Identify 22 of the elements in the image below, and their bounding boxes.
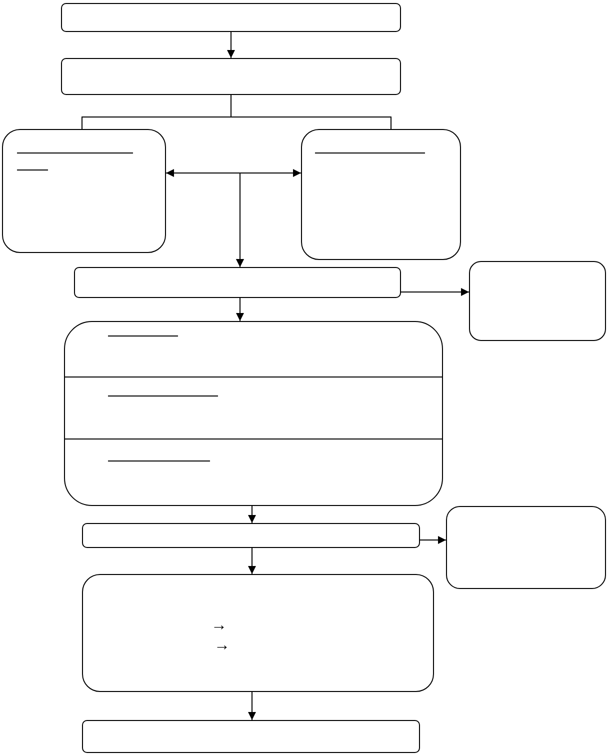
arrow-symbol: → [214, 638, 230, 654]
rounded-box [61, 3, 401, 32]
arrow [400, 288, 470, 296]
arrow [248, 506, 256, 524]
rounded-box [64, 321, 443, 506]
arrow [420, 536, 446, 544]
rounded-box [74, 267, 401, 298]
rounded-box [82, 720, 420, 753]
rounded-box [2, 129, 166, 253]
rounded-box [82, 574, 434, 692]
arrow [236, 298, 244, 322]
rounded-box [82, 523, 420, 548]
arrow [227, 32, 235, 58]
connector-line [230, 94, 392, 130]
arrow [166, 169, 302, 177]
arrow-symbol: → [211, 618, 227, 634]
rounded-box [301, 129, 461, 260]
rounded-box [446, 506, 606, 589]
rounded-box [469, 261, 606, 341]
arrow [248, 692, 256, 720]
rounded-box [61, 58, 401, 95]
arrow [248, 548, 256, 574]
